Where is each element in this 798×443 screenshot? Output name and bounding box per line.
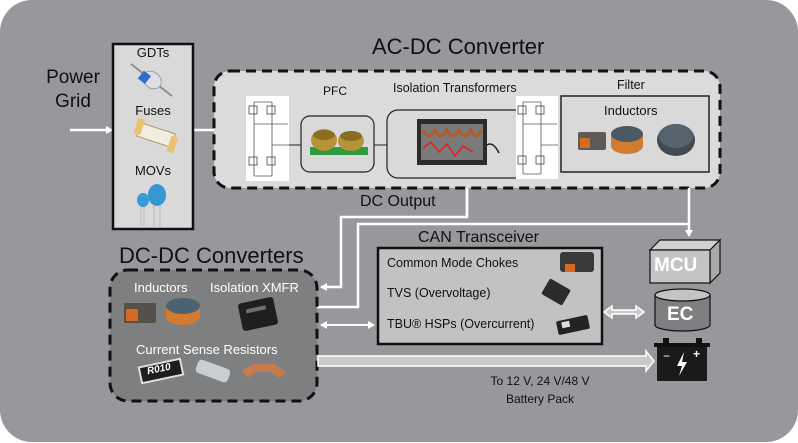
ec-cylinder <box>654 288 711 332</box>
tvs-diode-icon <box>541 278 571 306</box>
mcu-label: MCU <box>654 255 698 276</box>
dcdc-inductor-icons <box>124 298 200 325</box>
varistor-icon <box>137 184 166 228</box>
pfc-label: PFC <box>323 84 347 98</box>
drum-inductor-icon <box>611 126 643 154</box>
toroid-inductor-icon <box>310 129 368 155</box>
can-transceiver-title: CAN Transceiver <box>418 229 539 246</box>
filter-label: Filter <box>617 78 645 92</box>
dc-dc-converters-title: DC-DC Converters <box>119 243 304 268</box>
battery-feed-arrow <box>317 348 655 374</box>
can-item-tvs: TVS (Overvoltage) <box>387 286 491 300</box>
filter-inductor-icons <box>578 124 695 156</box>
current-sense-resistors-label: Current Sense Resistors <box>136 342 278 357</box>
isolation-xmfr-icon <box>238 297 278 331</box>
power-grid-label: Power Grid <box>46 67 100 112</box>
gdts-label: GDTs <box>136 45 170 60</box>
can-item-common-mode-chokes: Common Mode Chokes <box>387 256 519 270</box>
fuse-icon <box>133 117 179 154</box>
choke-icon <box>560 252 594 272</box>
movs-label: MOVs <box>134 163 172 178</box>
chip-resistor-icon <box>137 357 185 385</box>
battery-icon <box>654 338 710 381</box>
metal-strip-resistor-icon <box>195 359 231 383</box>
smd-inductor-icon <box>578 132 606 150</box>
mcu-block <box>648 238 722 285</box>
battery-plus-sign: + <box>693 347 701 361</box>
battery-minus-sign: − <box>663 349 671 363</box>
output-bridge-schematic-icon <box>516 96 558 179</box>
tbu-icon <box>556 315 590 335</box>
fuses-label: Fuses <box>135 103 171 118</box>
dcdc-inductors-label: Inductors <box>134 280 188 295</box>
ec-label: EC <box>667 304 694 325</box>
gas-discharge-tube-icon <box>130 63 173 97</box>
battery-pack-label: To 12 V, 24 V/48 V Battery Pack <box>490 374 590 406</box>
smd-inductor-icon <box>124 303 156 323</box>
can-ec-bidirectional-arrow <box>602 304 646 320</box>
dcdc-to-mcu-line <box>317 222 689 309</box>
isolation-transformer-icon <box>417 119 500 165</box>
isolation-xmfr-label: Isolation XMFR <box>210 280 299 295</box>
ac-dc-converter-title: AC-DC Converter <box>372 34 545 59</box>
drum-inductor-icon <box>166 298 200 325</box>
current-sense-resistor-icons <box>137 357 286 385</box>
can-item-tbu: TBU® HSPs (Overcurrent) <box>387 317 535 331</box>
transformer-label: Isolation Transformers <box>393 81 517 95</box>
shielded-inductor-icon <box>657 124 695 156</box>
copper-shunt-resistor-icon <box>242 364 286 378</box>
lightning-bolt-icon <box>677 352 687 376</box>
dc-output-label: DC Output <box>360 193 436 210</box>
switch-bridge-schematic-icon <box>246 96 289 181</box>
filter-inductors-label: Inductors <box>604 103 658 118</box>
